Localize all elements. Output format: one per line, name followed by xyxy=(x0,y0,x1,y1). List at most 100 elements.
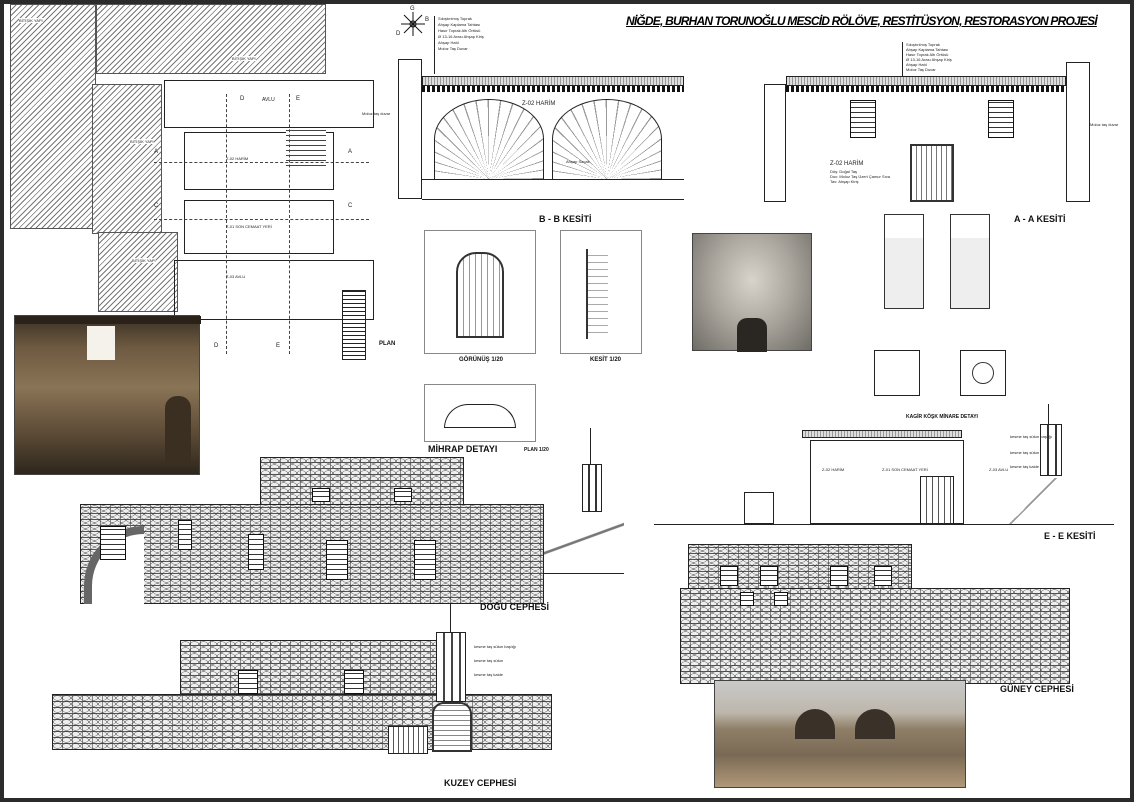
room-label: Z-01 SON CEMAAT YERİ xyxy=(882,467,928,472)
stone-wall xyxy=(260,457,464,505)
minaret-finial xyxy=(590,428,594,464)
window xyxy=(774,592,788,606)
window xyxy=(850,100,876,138)
drawing-sheet: NİĞDE, BURHAN TORUNOĞLU MESCİD RÖLÖVE, R… xyxy=(4,4,1130,798)
roof-layer xyxy=(422,76,684,86)
detail-frame xyxy=(424,230,536,354)
mihrab-plan-title: PLAN 1/20 xyxy=(524,447,549,453)
room-label: Z-02 HARİM xyxy=(522,101,556,107)
floor-line xyxy=(422,179,684,180)
room-note: Duv: Moloz Taş Üzeri Çamur Sıva xyxy=(830,174,890,179)
room-note: Döş: Doğal Taş xyxy=(830,169,858,174)
legend-item: Moloz Taş Duvar xyxy=(906,67,936,72)
stone-wall xyxy=(680,588,1070,684)
courtyard-label: AVLU xyxy=(262,97,275,103)
window xyxy=(344,670,364,694)
mihrab-plan-outline xyxy=(444,404,516,428)
window xyxy=(326,540,348,580)
roof-layer xyxy=(786,76,1066,86)
window xyxy=(988,100,1014,138)
harim-label: Z-02 HARİM xyxy=(226,156,249,161)
son-cemaat-label: Z-01 SON CEMAAT YERİ xyxy=(226,224,272,229)
legend-item: Hasır Toprak Altı Örtüsü xyxy=(906,52,949,57)
window xyxy=(874,566,892,586)
window xyxy=(312,488,330,502)
north-arrow-icon: G B D xyxy=(396,6,430,40)
adjacent-building xyxy=(98,232,178,312)
mihrab-section-profile xyxy=(586,249,608,339)
gorunus-title: GÖRÜNÜŞ 1/20 xyxy=(459,357,504,363)
minaret-plan xyxy=(874,350,920,396)
room-label: Z-02 HARİM xyxy=(830,161,864,167)
legend-item: Ahşap Kaplama Tahtası xyxy=(438,22,481,27)
detail-frame xyxy=(560,230,642,354)
section-mark: C xyxy=(154,203,159,209)
minaret xyxy=(436,632,466,702)
interior-photo xyxy=(14,315,201,475)
son-cemaat-outline xyxy=(184,200,334,254)
window xyxy=(760,566,778,586)
minaret xyxy=(582,464,602,512)
window xyxy=(720,566,738,586)
stone-wall xyxy=(180,640,440,700)
legend-item: Sıkıştırılmış Toprak xyxy=(438,16,472,21)
masonry-fill xyxy=(286,128,326,170)
ground-line xyxy=(654,524,1114,525)
adjacent-building-label: BİTİŞİK YAPI xyxy=(130,139,154,144)
stone-wall xyxy=(52,694,552,750)
minaret-note: kesme taş sütun başlığı xyxy=(474,644,517,649)
room-label: Z-02 HARİM xyxy=(822,467,845,472)
section-mark: D xyxy=(214,343,219,349)
section-mark: C xyxy=(348,203,353,209)
section-bb-title: B - B KESİTİ xyxy=(539,214,592,224)
wall xyxy=(398,59,422,199)
beam-row xyxy=(422,86,684,92)
compass-letter-w: D xyxy=(396,31,401,37)
adjacent-building xyxy=(92,84,162,234)
wall xyxy=(764,84,786,202)
stair xyxy=(342,290,366,360)
section-mark: A xyxy=(348,149,353,155)
window xyxy=(238,670,258,694)
compass-letter-n: G xyxy=(410,6,415,12)
minaret-note: kesme taş sütun xyxy=(474,658,504,663)
avlu-outline xyxy=(174,260,374,320)
section-line-c xyxy=(154,219,369,220)
legend-item: Ahşap Hatıl xyxy=(438,40,459,45)
section-mark: A xyxy=(154,149,159,155)
wall-note: Moloz taş duvar xyxy=(362,111,391,116)
legend-item: Ahşap Kaplama Tahtası xyxy=(906,47,949,52)
room-label: Z-03 AVLU xyxy=(989,467,1009,472)
ground-line xyxy=(422,199,684,200)
legend-item: Moloz Taş Duvar xyxy=(438,46,468,51)
niche-opening xyxy=(737,318,767,352)
door xyxy=(388,726,428,754)
minaret-dome xyxy=(972,362,994,384)
section-line-d xyxy=(226,94,227,354)
courtyard-outline xyxy=(164,80,374,128)
wall-note: Moloz taş duvar xyxy=(1090,122,1119,127)
adjacent-building-label: BİTİŞİK YAPI xyxy=(132,258,156,263)
adjacent-building xyxy=(10,4,96,229)
section-line-e xyxy=(289,94,290,354)
compass-letter-e: B xyxy=(425,17,430,23)
mihrab-photo xyxy=(692,233,812,352)
minaret-roof-plan xyxy=(960,350,1006,396)
window xyxy=(100,526,126,560)
window xyxy=(248,534,264,570)
legend-leader xyxy=(434,16,435,74)
beam-row xyxy=(786,86,1066,92)
arch xyxy=(552,99,662,179)
window xyxy=(740,592,754,606)
window xyxy=(394,488,412,502)
minaret-note: kesme taş kaide xyxy=(474,672,503,677)
minaret-finial xyxy=(1048,404,1054,424)
portico-door xyxy=(920,476,954,524)
stair xyxy=(1004,478,1060,524)
building-outline xyxy=(810,440,964,524)
section-mark: D xyxy=(240,96,245,102)
portal xyxy=(432,702,472,752)
detail-frame xyxy=(424,384,536,442)
section-note: Ahşap Saçak xyxy=(566,159,590,164)
window-opening xyxy=(87,326,115,360)
